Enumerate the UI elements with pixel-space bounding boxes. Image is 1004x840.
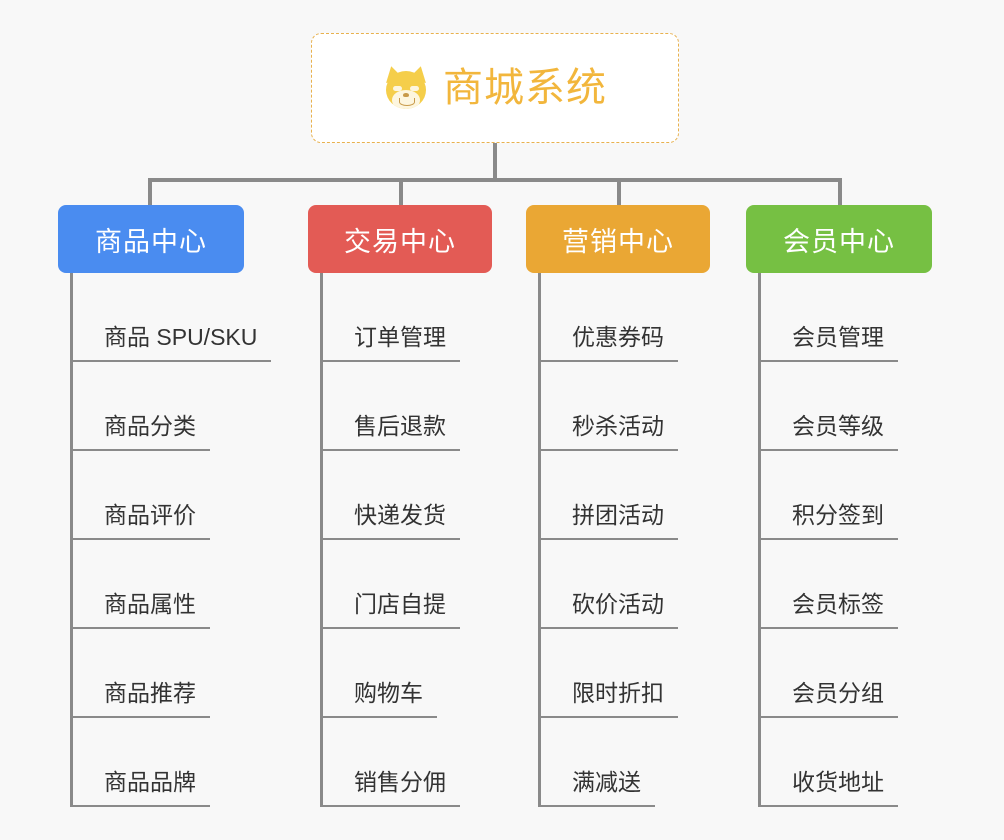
leaf-item[interactable]: 满减送 [538,718,678,807]
leaf-label: 会员分组 [758,679,898,718]
leaf-item[interactable]: 会员管理 [758,273,898,362]
branch-column-product: 商品中心 商品 SPU/SKU 商品分类 商品评价 商品属性 商品推荐 商品品牌 [58,205,272,807]
leaf-item[interactable]: 拼团活动 [538,451,678,540]
branch-rail-marketing [538,273,541,807]
connector-drop-3 [617,178,621,206]
leaf-list-member: 会员管理 会员等级 积分签到 会员标签 会员分组 收货地址 [758,273,898,807]
leaf-label: 会员管理 [758,323,898,362]
leaf-item[interactable]: 积分签到 [758,451,898,540]
leaf-item[interactable]: 限时折扣 [538,629,678,718]
branch-column-member: 会员中心 会员管理 会员等级 积分签到 会员标签 会员分组 收货地址 [746,205,932,807]
leaf-label: 秒杀活动 [538,412,678,451]
leaf-label: 商品推荐 [70,679,210,718]
branch-label: 交易中心 [344,226,456,257]
leaf-item[interactable]: 销售分佣 [320,718,460,807]
branch-column-marketing: 营销中心 优惠券码 秒杀活动 拼团活动 砍价活动 限时折扣 满减送 [526,205,710,807]
leaf-label: 限时折扣 [538,679,678,718]
leaf-item[interactable]: 商品推荐 [70,629,271,718]
connector-drop-2 [399,178,403,206]
branch-header-product[interactable]: 商品中心 [58,205,244,273]
root-title: 商城系统 [443,66,607,110]
leaf-label: 商品 SPU/SKU [70,323,272,362]
leaf-item[interactable]: 秒杀活动 [538,362,678,451]
leaf-item[interactable]: 商品属性 [70,540,271,629]
branch-label: 会员中心 [783,226,895,257]
leaf-item[interactable]: 商品评价 [70,451,271,540]
leaf-item[interactable]: 优惠券码 [538,273,678,362]
leaf-label: 会员等级 [758,412,898,451]
leaf-label: 满减送 [538,768,655,807]
leaf-label: 商品分类 [70,412,210,451]
leaf-label: 优惠券码 [538,323,678,362]
leaf-label: 商品属性 [70,590,210,629]
branch-header-marketing[interactable]: 营销中心 [526,205,710,273]
leaf-label: 订单管理 [320,323,460,362]
leaf-item[interactable]: 商品品牌 [70,718,271,807]
branch-label: 营销中心 [562,226,674,257]
leaf-label: 售后退款 [320,412,460,451]
leaf-label: 积分签到 [758,501,898,540]
leaf-label: 销售分佣 [320,768,460,807]
branch-label: 商品中心 [95,226,207,257]
connector-drop-4 [838,178,842,206]
leaf-label: 会员标签 [758,590,898,629]
leaf-item[interactable]: 购物车 [320,629,460,718]
leaf-item[interactable]: 门店自提 [320,540,460,629]
leaf-label: 商品评价 [70,501,210,540]
leaf-label: 砍价活动 [538,590,678,629]
branch-header-transaction[interactable]: 交易中心 [308,205,492,273]
shiba-dog-face-icon [382,64,430,111]
leaf-list-product: 商品 SPU/SKU 商品分类 商品评价 商品属性 商品推荐 商品品牌 [70,273,272,807]
leaf-label: 快递发货 [320,501,460,540]
leaf-label: 门店自提 [320,590,460,629]
root-node[interactable]: 商城系统 [311,33,679,143]
branch-rail-member [758,273,761,807]
branch-rail-transaction [320,273,323,807]
leaf-item[interactable]: 砍价活动 [538,540,678,629]
leaf-label: 购物车 [320,679,437,718]
leaf-label: 拼团活动 [538,501,678,540]
connector-root-stem [493,143,497,181]
leaf-item[interactable]: 会员分组 [758,629,898,718]
branch-column-transaction: 交易中心 订单管理 售后退款 快递发货 门店自提 购物车 销售分佣 [308,205,492,807]
leaf-item[interactable]: 收货地址 [758,718,898,807]
leaf-item[interactable]: 快递发货 [320,451,460,540]
leaf-list-marketing: 优惠券码 秒杀活动 拼团活动 砍价活动 限时折扣 满减送 [538,273,678,807]
leaf-item[interactable]: 会员标签 [758,540,898,629]
leaf-label: 收货地址 [758,768,898,807]
leaf-item[interactable]: 会员等级 [758,362,898,451]
leaf-item[interactable]: 商品分类 [70,362,271,451]
leaf-list-transaction: 订单管理 售后退款 快递发货 门店自提 购物车 销售分佣 [320,273,460,807]
connector-drop-1 [148,178,152,206]
leaf-item[interactable]: 商品 SPU/SKU [70,273,272,362]
leaf-item[interactable]: 订单管理 [320,273,460,362]
branch-rail-product [70,273,73,807]
leaf-item[interactable]: 售后退款 [320,362,460,451]
leaf-label: 商品品牌 [70,768,210,807]
connector-bus [148,178,842,182]
branch-header-member[interactable]: 会员中心 [746,205,932,273]
